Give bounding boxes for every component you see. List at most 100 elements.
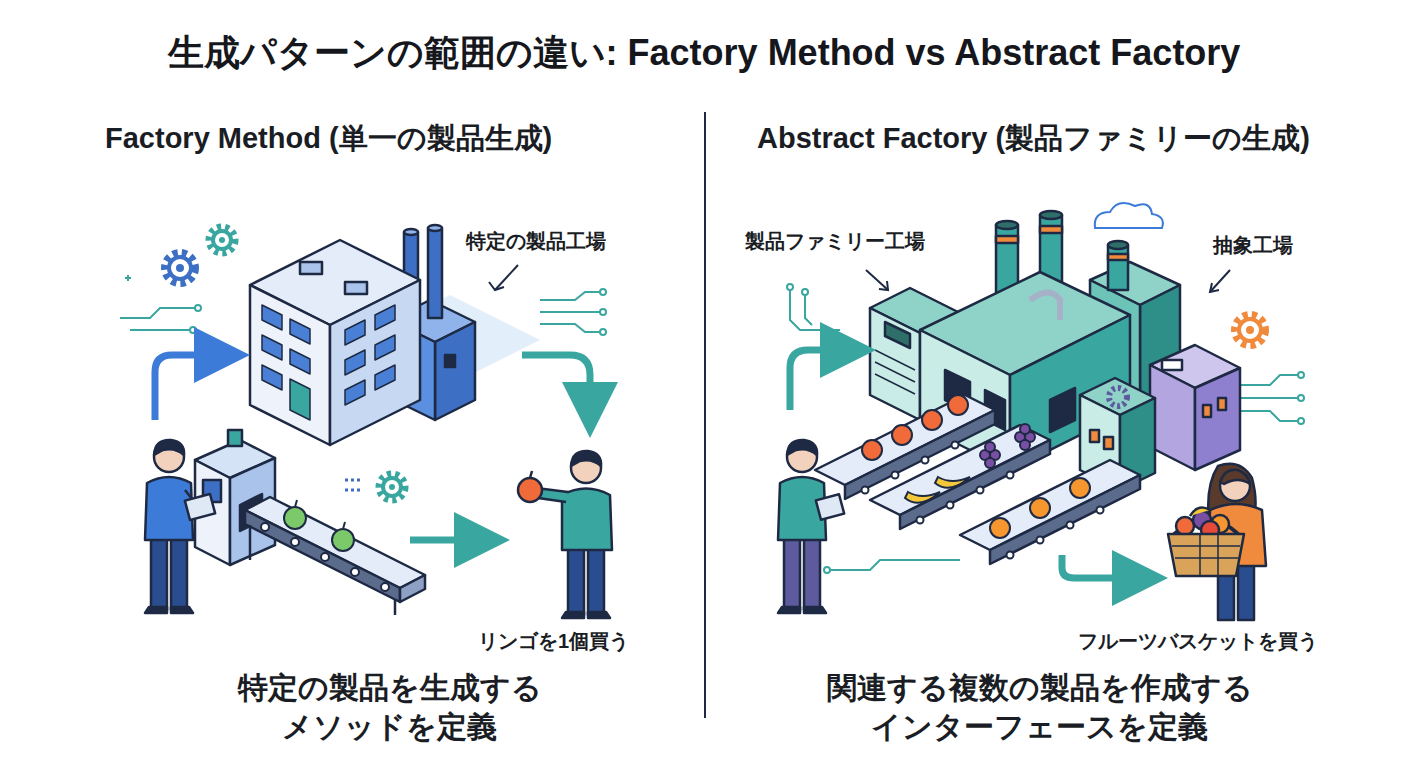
conveyor-belt [960,460,1140,550]
callout-label: リンゴを1個買う [478,628,629,654]
fruit-icons [1030,498,1050,518]
fruit-icons [862,440,882,460]
factory-complex [1108,241,1128,249]
gear-icon [379,474,405,500]
factory-building [345,305,395,405]
fruit-icons [862,395,1090,538]
factory-building [375,305,395,330]
apple-icon [284,500,354,551]
factory-building [375,365,395,390]
apple-icon [295,500,297,507]
factory-complex [1109,388,1127,406]
circuit-trace [830,560,960,570]
conveyor-machine [261,523,269,531]
callout-label: 特定の製品工場 [466,228,606,254]
person-figure [1238,558,1254,620]
conveyor-belt [990,475,1140,564]
conveyor-machine [245,510,400,602]
factory-complex [875,362,915,382]
factory-building [290,379,310,420]
conveyor-belt [1037,537,1044,544]
fruit-icons [1020,424,1030,434]
factory-complex [875,374,915,394]
conveyor-belt [870,425,1050,515]
gear-icon [1235,315,1265,345]
factory-complex [1050,388,1075,432]
person-figure [171,535,187,610]
cloud-icon [1095,203,1163,228]
gear-icon [1235,315,1265,345]
circuit-trace [190,327,196,333]
person-figure [784,535,800,610]
divider-line [704,112,706,718]
person-figure [1199,534,1201,576]
fruit-icons [935,477,970,488]
factory-building [262,305,310,420]
factory-complex [996,221,1018,229]
factory-complex [1108,245,1128,290]
factory-building [428,225,442,231]
person-figure [562,489,612,551]
factory-complex [1040,211,1062,219]
apple-icon [332,529,354,551]
person-figure [588,545,604,615]
callout-label: 抽象工場 [1213,232,1293,258]
factory-complex [1030,293,1060,321]
gear-icon [219,237,225,243]
conveyor-machine [400,575,425,602]
factory-complex [1104,437,1113,449]
callout-label: 製品ファミリー工場 [745,228,925,254]
circuit-trace [120,275,606,490]
person-figure [804,535,820,610]
factory-building [404,229,418,235]
flow-arrow [522,355,590,410]
conveyor-machine [245,497,425,588]
leader-line [489,265,1230,292]
factory-building [250,285,330,445]
leader-line [879,281,888,290]
gear-icon [209,227,235,253]
factory-complex [1108,254,1128,260]
conveyor-belt [1067,522,1074,529]
circuit-trace [120,308,195,318]
person-figure [816,494,844,520]
gear-icon [165,253,195,283]
flow-arrow [155,355,222,420]
conveyor-belt [917,517,924,524]
person-figure [518,451,612,618]
conveyor-machine [228,430,242,446]
circuit-trace [1240,411,1298,421]
factory-building [445,355,455,367]
conveyor-machine [261,523,389,591]
leader-line [1210,283,1219,292]
person-figure [1220,470,1250,484]
person-figure [145,607,167,613]
leader-line [866,270,888,290]
circuit-trace [540,324,600,332]
circuit-trace [824,567,830,573]
circuit-trace [195,305,201,311]
fruit-icons [948,395,968,415]
circuit-trace [787,284,793,290]
fruit-icons [980,424,1035,468]
factory-complex [1162,360,1182,370]
circuit-trace [130,329,190,331]
person-figure [568,545,584,615]
factory-complex [1040,226,1062,233]
factory-building [428,228,442,318]
conveyor-machine [321,553,329,561]
person-figure [804,607,826,613]
gear-icon [213,231,231,249]
conveyor-machine [249,525,252,560]
factory-complex [875,350,915,370]
circuit-trace [125,275,131,281]
circuit-trace [1298,395,1304,401]
factory-complex [875,350,915,394]
conveyor-machine [381,583,389,591]
factory-complex [870,308,920,420]
panel-heading: Factory Method (単一の製品生成) [105,120,552,158]
gear-icon [1239,319,1261,341]
factory-building [345,282,367,294]
circuit-trace [1298,418,1304,424]
person-figure [185,494,215,520]
